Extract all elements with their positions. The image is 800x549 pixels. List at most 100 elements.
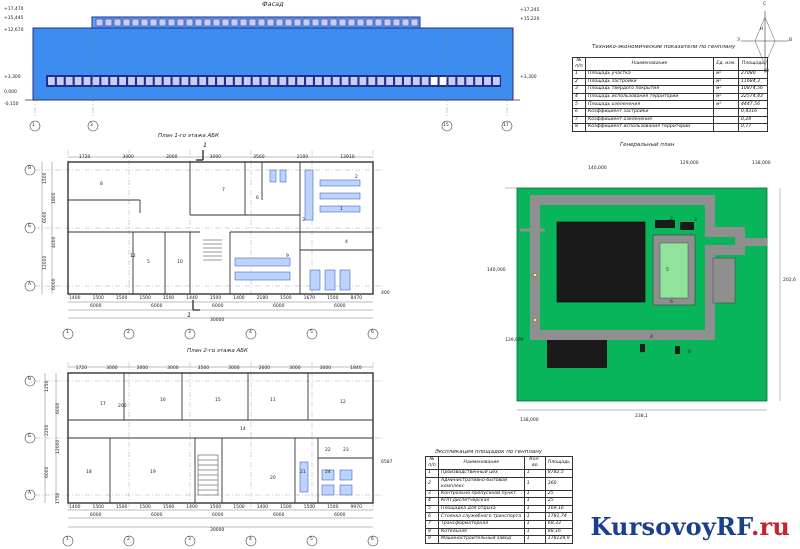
dimension-value: 13910	[340, 155, 355, 160]
axis-label: 2	[127, 330, 130, 335]
dimension-value: 6000	[90, 304, 102, 309]
facade-window	[128, 77, 135, 85]
genplan-dim: 140,000	[588, 166, 607, 171]
level-mark: +3,300	[4, 75, 21, 80]
tech-cell: Коэффициент использования территории	[585, 123, 714, 132]
facade-window	[74, 77, 82, 85]
expl-cell: 1	[523, 519, 546, 529]
facade-window	[261, 77, 269, 85]
dimension-value: 1500	[115, 505, 128, 510]
dimension-value: 1840	[350, 366, 362, 371]
dimension-value: 6000	[212, 513, 224, 518]
side-dimension: 1750	[56, 492, 61, 504]
dimension-value: 1400	[69, 505, 81, 510]
level-mark: +15,220	[520, 17, 540, 22]
dimension-value: 1400	[256, 505, 269, 510]
facade-window	[199, 77, 207, 85]
facade-axis-3	[87, 120, 99, 132]
tech-cell: м²	[713, 70, 739, 79]
dimension-value: 2600	[258, 366, 271, 371]
side-dimension: 12000	[56, 439, 61, 454]
tech-header: Наименование	[585, 57, 714, 71]
facade-axis-label-3: 3	[90, 123, 93, 128]
facade-window	[230, 18, 239, 27]
checkpoint	[680, 222, 694, 230]
axis-bubble	[245, 535, 257, 547]
axis-bubble	[184, 328, 196, 340]
facade-window	[212, 18, 221, 27]
tech-cell: 4	[572, 92, 586, 102]
expl-cell: 88,16	[544, 527, 574, 537]
dimension-value: 1440	[186, 296, 198, 301]
facade-window	[302, 18, 311, 27]
expl-cell: Площадка для отдыха	[438, 504, 525, 514]
facade-window	[158, 18, 167, 27]
axis-label: 4	[249, 330, 252, 335]
tech-cell: Площадь участка	[585, 70, 714, 79]
room-number: 17	[100, 402, 106, 407]
level-mark: -0,150	[4, 102, 19, 107]
room-number: 5	[147, 260, 150, 265]
expl-cell: 6	[425, 512, 439, 521]
dimension-value: 1670	[303, 296, 316, 301]
axis-bubble	[24, 164, 36, 176]
axis-bubble	[245, 328, 257, 340]
dimension-value: 1500	[162, 505, 175, 510]
axis-bubble	[24, 489, 36, 501]
facade-window	[119, 77, 126, 85]
dimension-value: 1500	[209, 296, 222, 301]
facade-title: Фасад	[262, 0, 284, 8]
dimension-value: 3000	[289, 366, 301, 371]
expl-table-title: Экспликация площадок по генплану	[435, 449, 543, 455]
facade-window	[92, 77, 100, 85]
room-number: 20	[270, 476, 276, 481]
side-dimension: 6000	[45, 466, 50, 478]
room-number: 10	[177, 260, 183, 265]
axis-label: 3	[188, 330, 191, 335]
facade-window	[145, 77, 153, 85]
dimension-value: 1500	[139, 296, 151, 301]
level-mark: +15,445	[4, 16, 24, 21]
facade-window	[176, 18, 185, 27]
facade-window	[332, 77, 340, 85]
room-number: 11	[270, 398, 276, 403]
expl-cell: 1	[523, 527, 546, 537]
facade-window	[329, 18, 338, 27]
genplan-dim: 129,000	[680, 161, 699, 166]
dimension-value: 1400	[69, 296, 81, 301]
dimension-value: 1500	[92, 296, 104, 301]
axis-bubble	[123, 535, 135, 547]
facade-axis-label-1: 1	[32, 123, 35, 128]
tech-header: Ед. изм.	[713, 57, 739, 71]
room-number: 21	[300, 470, 306, 475]
facade-window	[392, 18, 401, 27]
axis-label: 6	[371, 330, 374, 335]
facade-window	[383, 18, 392, 27]
plan2-drawing	[24, 362, 385, 547]
genplan-title: Генеральный план	[620, 142, 675, 148]
axis-bubble	[24, 375, 36, 387]
plan1-drawing	[24, 150, 385, 340]
room-number: 19	[150, 470, 156, 475]
dimension-value: 1500	[92, 505, 104, 510]
dimension-value: 3560	[197, 366, 210, 371]
admin-building	[655, 220, 675, 228]
expl-cell: Котельная	[438, 527, 525, 537]
facade-window	[234, 77, 242, 85]
plan1-extra-dim: 400	[381, 291, 390, 296]
expl-cell: 360	[544, 476, 574, 491]
dimension-value: 1500	[280, 505, 292, 510]
genplan-label: 7	[640, 350, 643, 355]
tech-cell: Коэффициент застройки	[585, 107, 714, 117]
facade-window	[311, 18, 320, 27]
expl-cell: 1	[523, 476, 546, 491]
dimension-value: 6000	[151, 513, 163, 518]
facade-window	[347, 18, 356, 27]
expl-cell: 68,33	[544, 519, 574, 529]
